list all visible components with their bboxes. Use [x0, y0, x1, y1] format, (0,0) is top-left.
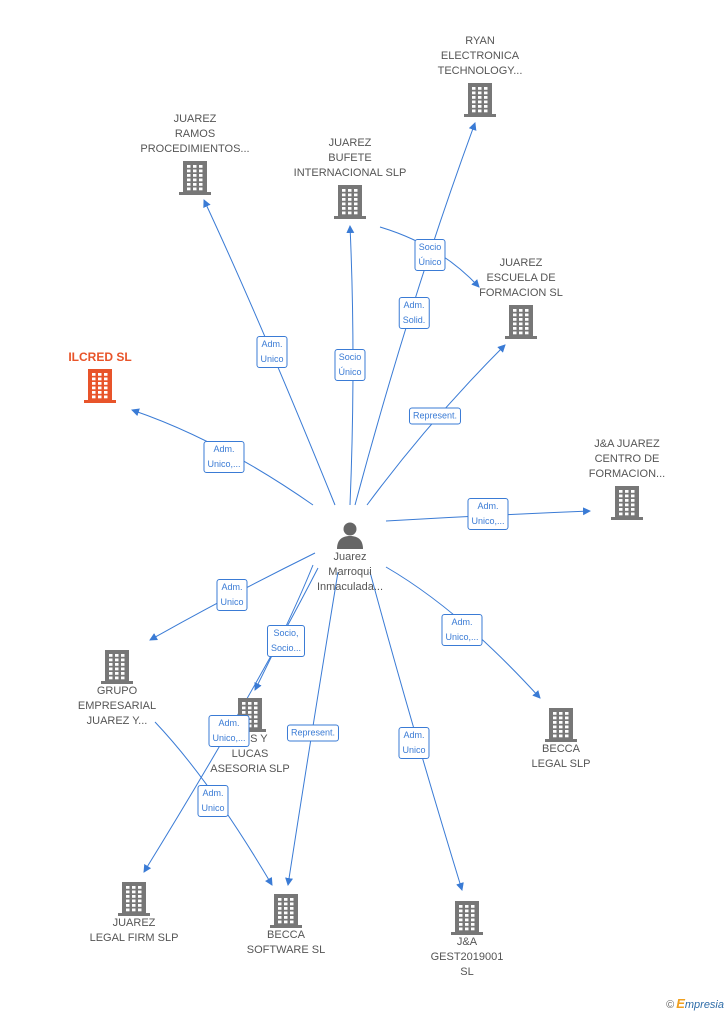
center-person-label: Juarez Marroqui Inmaculada... — [316, 551, 384, 593]
company-label: J&A GEST2019001 SL — [430, 936, 504, 978]
building-icon — [84, 369, 116, 403]
company-label: JUAREZ ESCUELA DE FORMACION SL — [479, 257, 563, 299]
company-label: JUAREZ RAMOS PROCEDIMIENTOS... — [140, 113, 250, 155]
relation-label[interactable]: Adm. Unico — [398, 727, 430, 759]
company-node-escuela[interactable]: JUAREZ ESCUELA DE FORMACION SL — [446, 256, 596, 339]
edge-to-escuela — [366, 344, 506, 506]
company-label: JUAREZ BUFETE INTERNACIONAL SLP — [293, 137, 407, 179]
company-label: J&A JUAREZ CENTRO DE FORMACION... — [588, 438, 666, 480]
company-label: JUAREZ LEGAL FIRM SLP — [89, 917, 179, 944]
building-icon — [334, 185, 366, 219]
company-node-jacentro[interactable]: J&A JUAREZ CENTRO DE FORMACION... — [552, 437, 702, 520]
empresia-logo-e: E — [676, 996, 685, 1011]
building-icon — [505, 305, 537, 339]
relation-label[interactable]: Represent. — [286, 724, 340, 742]
company-node-becca-legal[interactable]: BECCA LEGAL SLP — [486, 704, 636, 772]
company-node-gest[interactable]: J&A GEST2019001 SL — [392, 897, 542, 980]
relation-label[interactable]: Adm. Unico,... — [467, 498, 509, 530]
company-label: GRUPO EMPRESARIAL JUAREZ Y... — [77, 685, 157, 727]
relation-label[interactable]: Adm. Unico — [216, 579, 248, 611]
building-icon — [451, 901, 483, 935]
building-icon — [179, 161, 211, 195]
relation-label[interactable]: Adm. Unico,... — [441, 614, 483, 646]
company-label: BECCA LEGAL SLP — [531, 743, 591, 770]
copyright-symbol: © — [666, 999, 675, 1011]
relation-label[interactable]: Socio Único — [414, 239, 446, 271]
building-icon — [101, 650, 133, 684]
person-icon — [337, 522, 363, 549]
company-label: BECCA SOFTWARE SL — [246, 929, 326, 956]
empresia-logo-text: mpresia — [684, 999, 724, 1011]
relation-label[interactable]: Represent. — [408, 407, 462, 425]
edge-to-gest — [369, 571, 464, 891]
building-icon — [118, 882, 150, 916]
edge-to-lucas — [254, 564, 314, 691]
company-node-grupo[interactable]: GRUPO EMPRESARIAL JUAREZ Y... — [42, 646, 192, 729]
building-icon — [545, 708, 577, 742]
company-node-becca-software[interactable]: BECCA SOFTWARE SL — [211, 890, 361, 958]
relation-label[interactable]: Adm. Solid. — [398, 297, 430, 329]
empresia-credit: ©Empresia — [666, 996, 724, 1011]
relation-label[interactable]: Socio, Socio... — [266, 625, 306, 657]
relation-label[interactable]: Adm. Unico,... — [203, 441, 245, 473]
building-icon — [611, 486, 643, 520]
company-label: RYAN ELECTRONICA TECHNOLOGY... — [437, 35, 523, 77]
company-node-ilcred[interactable]: ILCRED SL — [25, 350, 175, 403]
building-icon — [270, 894, 302, 928]
building-icon — [234, 698, 266, 732]
building-icon — [464, 83, 496, 117]
company-label: ILCRED SL — [68, 350, 132, 364]
company-node-bufete[interactable]: JUAREZ BUFETE INTERNACIONAL SLP — [275, 136, 425, 219]
company-node-ryan[interactable]: RYAN ELECTRONICA TECHNOLOGY... — [405, 34, 555, 117]
company-node-legal-firm[interactable]: JUAREZ LEGAL FIRM SLP — [59, 878, 209, 946]
center-person-node[interactable]: Juarez Marroqui Inmaculada... — [275, 518, 425, 595]
relation-label[interactable]: Adm. Unico — [197, 785, 229, 817]
relation-label[interactable]: Adm. Unico — [256, 336, 288, 368]
company-node-ramos[interactable]: JUAREZ RAMOS PROCEDIMIENTOS... — [120, 112, 270, 195]
relation-label[interactable]: Adm. Unico,... — [208, 715, 250, 747]
relation-label[interactable]: Socio Único — [334, 349, 366, 381]
